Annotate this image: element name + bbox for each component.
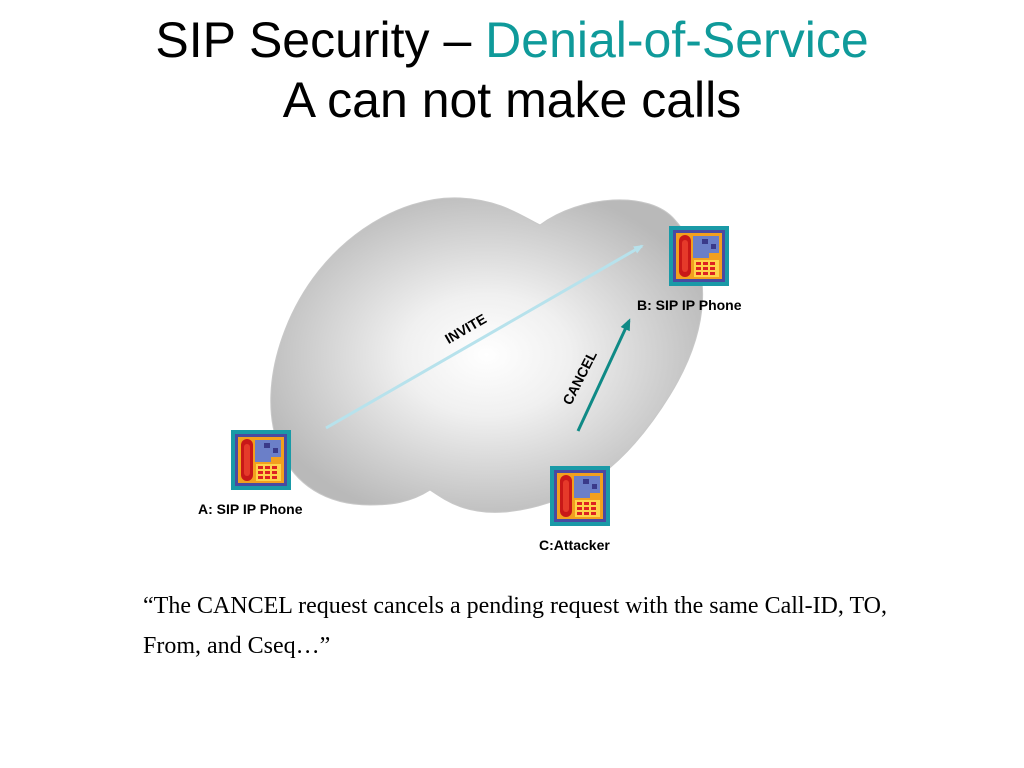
title-subtitle: A can not make calls	[282, 72, 742, 128]
title-text: SIP Security –	[155, 12, 486, 68]
phone-b-label: B: SIP IP Phone	[637, 297, 742, 313]
phone-a-icon	[231, 430, 291, 490]
network-cloud	[270, 197, 704, 513]
slide-title: SIP Security – Denial-of-Service A can n…	[0, 10, 1024, 130]
phone-a-label: A: SIP IP Phone	[198, 501, 303, 517]
title-accent-text: Denial-of-Service	[485, 12, 869, 68]
attacker-phone-icon	[550, 466, 610, 526]
phone-b-icon	[669, 226, 729, 286]
cancel-arrow	[576, 318, 631, 432]
attacker-label: C:Attacker	[539, 537, 610, 553]
invite-arrow	[325, 244, 644, 430]
cancel-quote: “The CANCEL request cancels a pending re…	[143, 593, 888, 659]
